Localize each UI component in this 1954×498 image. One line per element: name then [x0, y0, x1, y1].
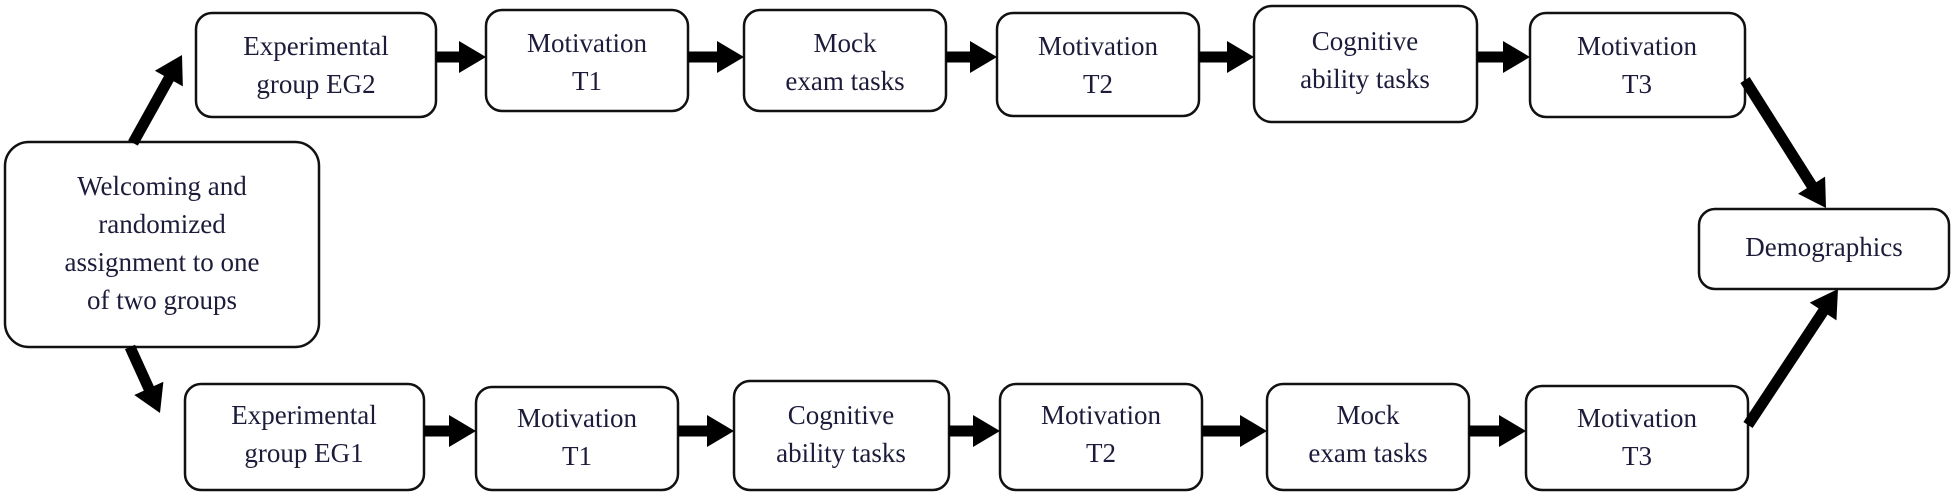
- arrow-t1-to-mock-head: [717, 41, 744, 73]
- node-top-group-eg2: Experimental group EG2: [194, 11, 438, 119]
- node-bottom-group-eg1-line-1: Experimental: [231, 400, 376, 430]
- arrow-start-to-eg2-shaft: [128, 74, 175, 146]
- arrow-cognitive-to-t2-head: [973, 415, 1000, 447]
- node-bottom-motivation-t1-line-2: T1: [562, 441, 592, 471]
- node-top-mock-exam-line-2: exam tasks: [785, 66, 904, 96]
- arrow-mock-to-t3-head: [1499, 415, 1526, 447]
- node-top-mock-exam: Mock exam tasks: [742, 8, 948, 113]
- node-bottom-motivation-t2-line-2: T2: [1086, 438, 1116, 468]
- arrow-eg2-to-t1-head: [459, 41, 486, 73]
- node-bottom-mock-exam-line-2: exam tasks: [1308, 438, 1427, 468]
- node-bottom-motivation-t3: Motivation T3: [1524, 384, 1750, 492]
- node-welcoming-line-3: assignment to one: [65, 247, 260, 277]
- arrow-eg1-to-t1: [424, 415, 476, 447]
- arrow-mock-to-t2: [946, 41, 997, 73]
- node-top-group-eg2-line-1: Experimental: [243, 31, 388, 61]
- arrow-t3-to-demographics-bottom-shaft: [1743, 306, 1829, 429]
- arrow-t1-to-mock: [688, 41, 744, 73]
- arrow-start-to-eg1-shaft: [124, 344, 155, 393]
- node-welcoming-line-1: Welcoming and: [77, 171, 247, 201]
- node-bottom-group-eg1-line-2: group EG1: [244, 438, 363, 468]
- node-bottom-mock-exam: Mock exam tasks: [1265, 382, 1471, 492]
- arrow-eg2-to-t1: [436, 41, 486, 73]
- node-welcoming-line-4: of two groups: [87, 285, 237, 315]
- node-top-motivation-t2-line-1: Motivation: [1038, 31, 1158, 61]
- node-bottom-motivation-t1-line-1: Motivation: [517, 403, 637, 433]
- node-bottom-motivation-t1: Motivation T1: [474, 385, 680, 492]
- node-top-mock-exam-line-1: Mock: [814, 28, 877, 58]
- node-top-motivation-t2: Motivation T2: [995, 11, 1201, 118]
- arrow-t3-to-demographics-bottom-head: [1809, 289, 1838, 321]
- arrow-t1-to-cognitive-head: [707, 415, 734, 447]
- node-bottom-motivation-t3-line-2: T3: [1622, 441, 1652, 471]
- node-bottom-motivation-t3-line-1: Motivation: [1577, 403, 1697, 433]
- node-bottom-mock-exam-line-1: Mock: [1337, 400, 1400, 430]
- node-demographics: Demographics: [1697, 207, 1951, 291]
- node-top-cognitive-line-1: Cognitive: [1312, 26, 1419, 56]
- arrow-t2-to-mock-head: [1240, 415, 1267, 447]
- arrow-t3-to-demographics-shaft: [1740, 77, 1818, 190]
- node-top-motivation-t3-line-2: T3: [1622, 69, 1652, 99]
- node-bottom-cognitive-line-1: Cognitive: [788, 400, 895, 430]
- arrow-eg1-to-t1-head: [449, 415, 476, 447]
- node-welcoming: Welcoming and randomized assignment to o…: [3, 140, 321, 349]
- node-top-motivation-t1-line-2: T1: [572, 66, 602, 96]
- node-demographics-line-1: Demographics: [1745, 232, 1902, 262]
- arrow-cognitive-to-t3: [1477, 41, 1530, 73]
- node-bottom-cognitive: Cognitive ability tasks: [732, 379, 951, 492]
- arrow-t2-to-cognitive-head: [1227, 41, 1254, 73]
- node-bottom-cognitive-line-2: ability tasks: [776, 438, 906, 468]
- node-top-group-eg2-line-2: group EG2: [256, 69, 375, 99]
- node-top-motivation-t3: Motivation T3: [1528, 11, 1747, 119]
- node-bottom-group-eg1: Experimental group EG1: [183, 382, 426, 492]
- arrow-start-to-eg2-head: [154, 55, 183, 87]
- arrow-start-to-eg1-head: [134, 381, 164, 413]
- arrow-mock-to-t2-head: [970, 41, 997, 73]
- arrow-t2-to-mock: [1202, 415, 1267, 447]
- arrow-cognitive-to-t2: [949, 415, 1000, 447]
- arrow-t2-to-cognitive: [1199, 41, 1254, 73]
- arrow-t3-to-demographics-bottom: [1743, 289, 1838, 429]
- arrow-mock-to-t3: [1469, 415, 1526, 447]
- arrow-t1-to-cognitive: [678, 415, 734, 447]
- node-bottom-motivation-t2: Motivation T2: [998, 382, 1204, 492]
- node-top-motivation-t1-line-1: Motivation: [527, 28, 647, 58]
- arrow-t3-to-demographics: [1740, 77, 1826, 208]
- node-bottom-motivation-t2-line-1: Motivation: [1041, 400, 1161, 430]
- arrow-start-to-eg1: [124, 344, 164, 413]
- arrow-cognitive-to-t3-head: [1503, 41, 1530, 73]
- node-top-motivation-t2-line-2: T2: [1083, 69, 1113, 99]
- node-top-motivation-t1: Motivation T1: [484, 8, 690, 113]
- node-top-motivation-t3-line-1: Motivation: [1577, 31, 1697, 61]
- node-top-cognitive: Cognitive ability tasks: [1252, 4, 1479, 124]
- node-top-cognitive-line-2: ability tasks: [1300, 64, 1430, 94]
- arrows: [124, 41, 1838, 447]
- arrow-t3-to-demographics-head: [1798, 176, 1826, 208]
- arrow-start-to-eg2: [128, 55, 183, 146]
- node-welcoming-line-2: randomized: [98, 209, 226, 239]
